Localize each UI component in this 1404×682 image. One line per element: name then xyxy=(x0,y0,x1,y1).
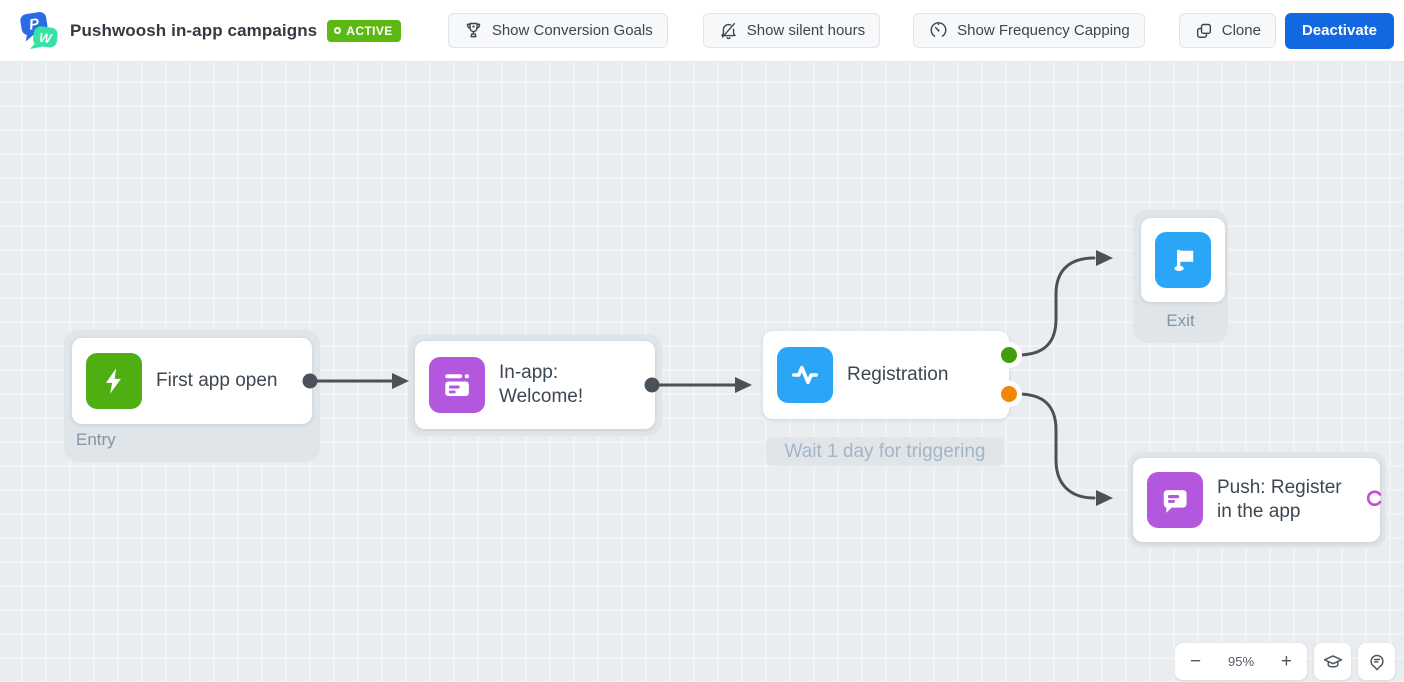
entry-node-label: Entry xyxy=(76,430,116,449)
show-frequency-capping-label: Show Frequency Capping xyxy=(957,22,1130,39)
lightning-icon xyxy=(86,353,142,409)
show-frequency-capping-button[interactable]: Show Frequency Capping xyxy=(913,13,1145,48)
inapp-node-card[interactable]: In-app: Welcome! xyxy=(415,341,655,429)
clone-button[interactable]: Clone xyxy=(1178,13,1276,48)
zoom-control: − 95% + xyxy=(1175,643,1307,680)
top-bar: P W Pushwoosh in-app campaigns ACTIVE Sh… xyxy=(0,0,1404,62)
svg-text:W: W xyxy=(38,29,54,46)
deactivate-button[interactable]: Deactivate xyxy=(1284,12,1394,49)
arrowhead-icon xyxy=(392,373,409,389)
status-badge-label: ACTIVE xyxy=(346,23,393,38)
exit-node-label: Exit xyxy=(1166,311,1195,330)
registration-node-title: Registration xyxy=(847,364,949,385)
registration-node-card[interactable]: Registration xyxy=(763,331,1009,419)
arrowhead-icon xyxy=(1096,490,1113,506)
gauge-icon xyxy=(930,22,947,37)
edge-registration-to-exit xyxy=(1016,256,1096,357)
entry-node-card[interactable]: First app open xyxy=(72,338,312,424)
zoom-in-button[interactable]: + xyxy=(1280,651,1292,672)
status-badge: ACTIVE xyxy=(327,19,401,42)
journey-canvas[interactable]: Entry First app open In-app: Welcome! xyxy=(0,62,1404,682)
show-conversion-goals-label: Show Conversion Goals xyxy=(491,22,653,39)
zoom-level-value: 95% xyxy=(1227,654,1255,669)
flag-icon xyxy=(1155,232,1211,288)
exit-node-card[interactable] xyxy=(1141,218,1225,302)
arrowhead-icon xyxy=(735,377,752,393)
push-node-title: Push: Register in the app xyxy=(1217,477,1342,522)
show-conversion-goals-button[interactable]: Show Conversion Goals xyxy=(447,13,668,48)
deactivate-label: Deactivate xyxy=(1301,22,1377,39)
registration-wait-label: Wait 1 day for triggering xyxy=(766,437,1004,466)
arrowhead-icon xyxy=(1096,250,1113,266)
trophy-icon xyxy=(466,22,481,38)
status-dot-icon xyxy=(334,27,342,34)
pushwoosh-logo-icon: P W xyxy=(20,11,58,49)
entry-node-title: First app open xyxy=(156,370,278,391)
pulse-icon xyxy=(777,347,833,403)
clone-label: Clone xyxy=(1221,22,1261,39)
bell-slash-icon xyxy=(721,22,736,40)
zoom-out-button[interactable]: − xyxy=(1190,651,1202,672)
feedback-bubble-icon xyxy=(1369,654,1384,670)
inapp-node-title: In-app: Welcome! xyxy=(499,362,584,407)
academy-button[interactable] xyxy=(1314,643,1351,680)
chat-bubble-icon xyxy=(1147,472,1203,528)
feedback-button[interactable] xyxy=(1358,643,1395,680)
show-silent-hours-label: Show silent hours xyxy=(746,22,866,39)
page-title: Pushwoosh in-app campaigns xyxy=(70,20,318,40)
copy-icon xyxy=(1196,23,1211,38)
edge-registration-to-push xyxy=(1016,392,1096,500)
show-silent-hours-button[interactable]: Show silent hours xyxy=(702,13,881,48)
push-node-card[interactable]: Push: Register in the app xyxy=(1133,458,1380,542)
inapp-message-icon xyxy=(429,357,485,413)
graduation-cap-icon xyxy=(1323,654,1342,668)
